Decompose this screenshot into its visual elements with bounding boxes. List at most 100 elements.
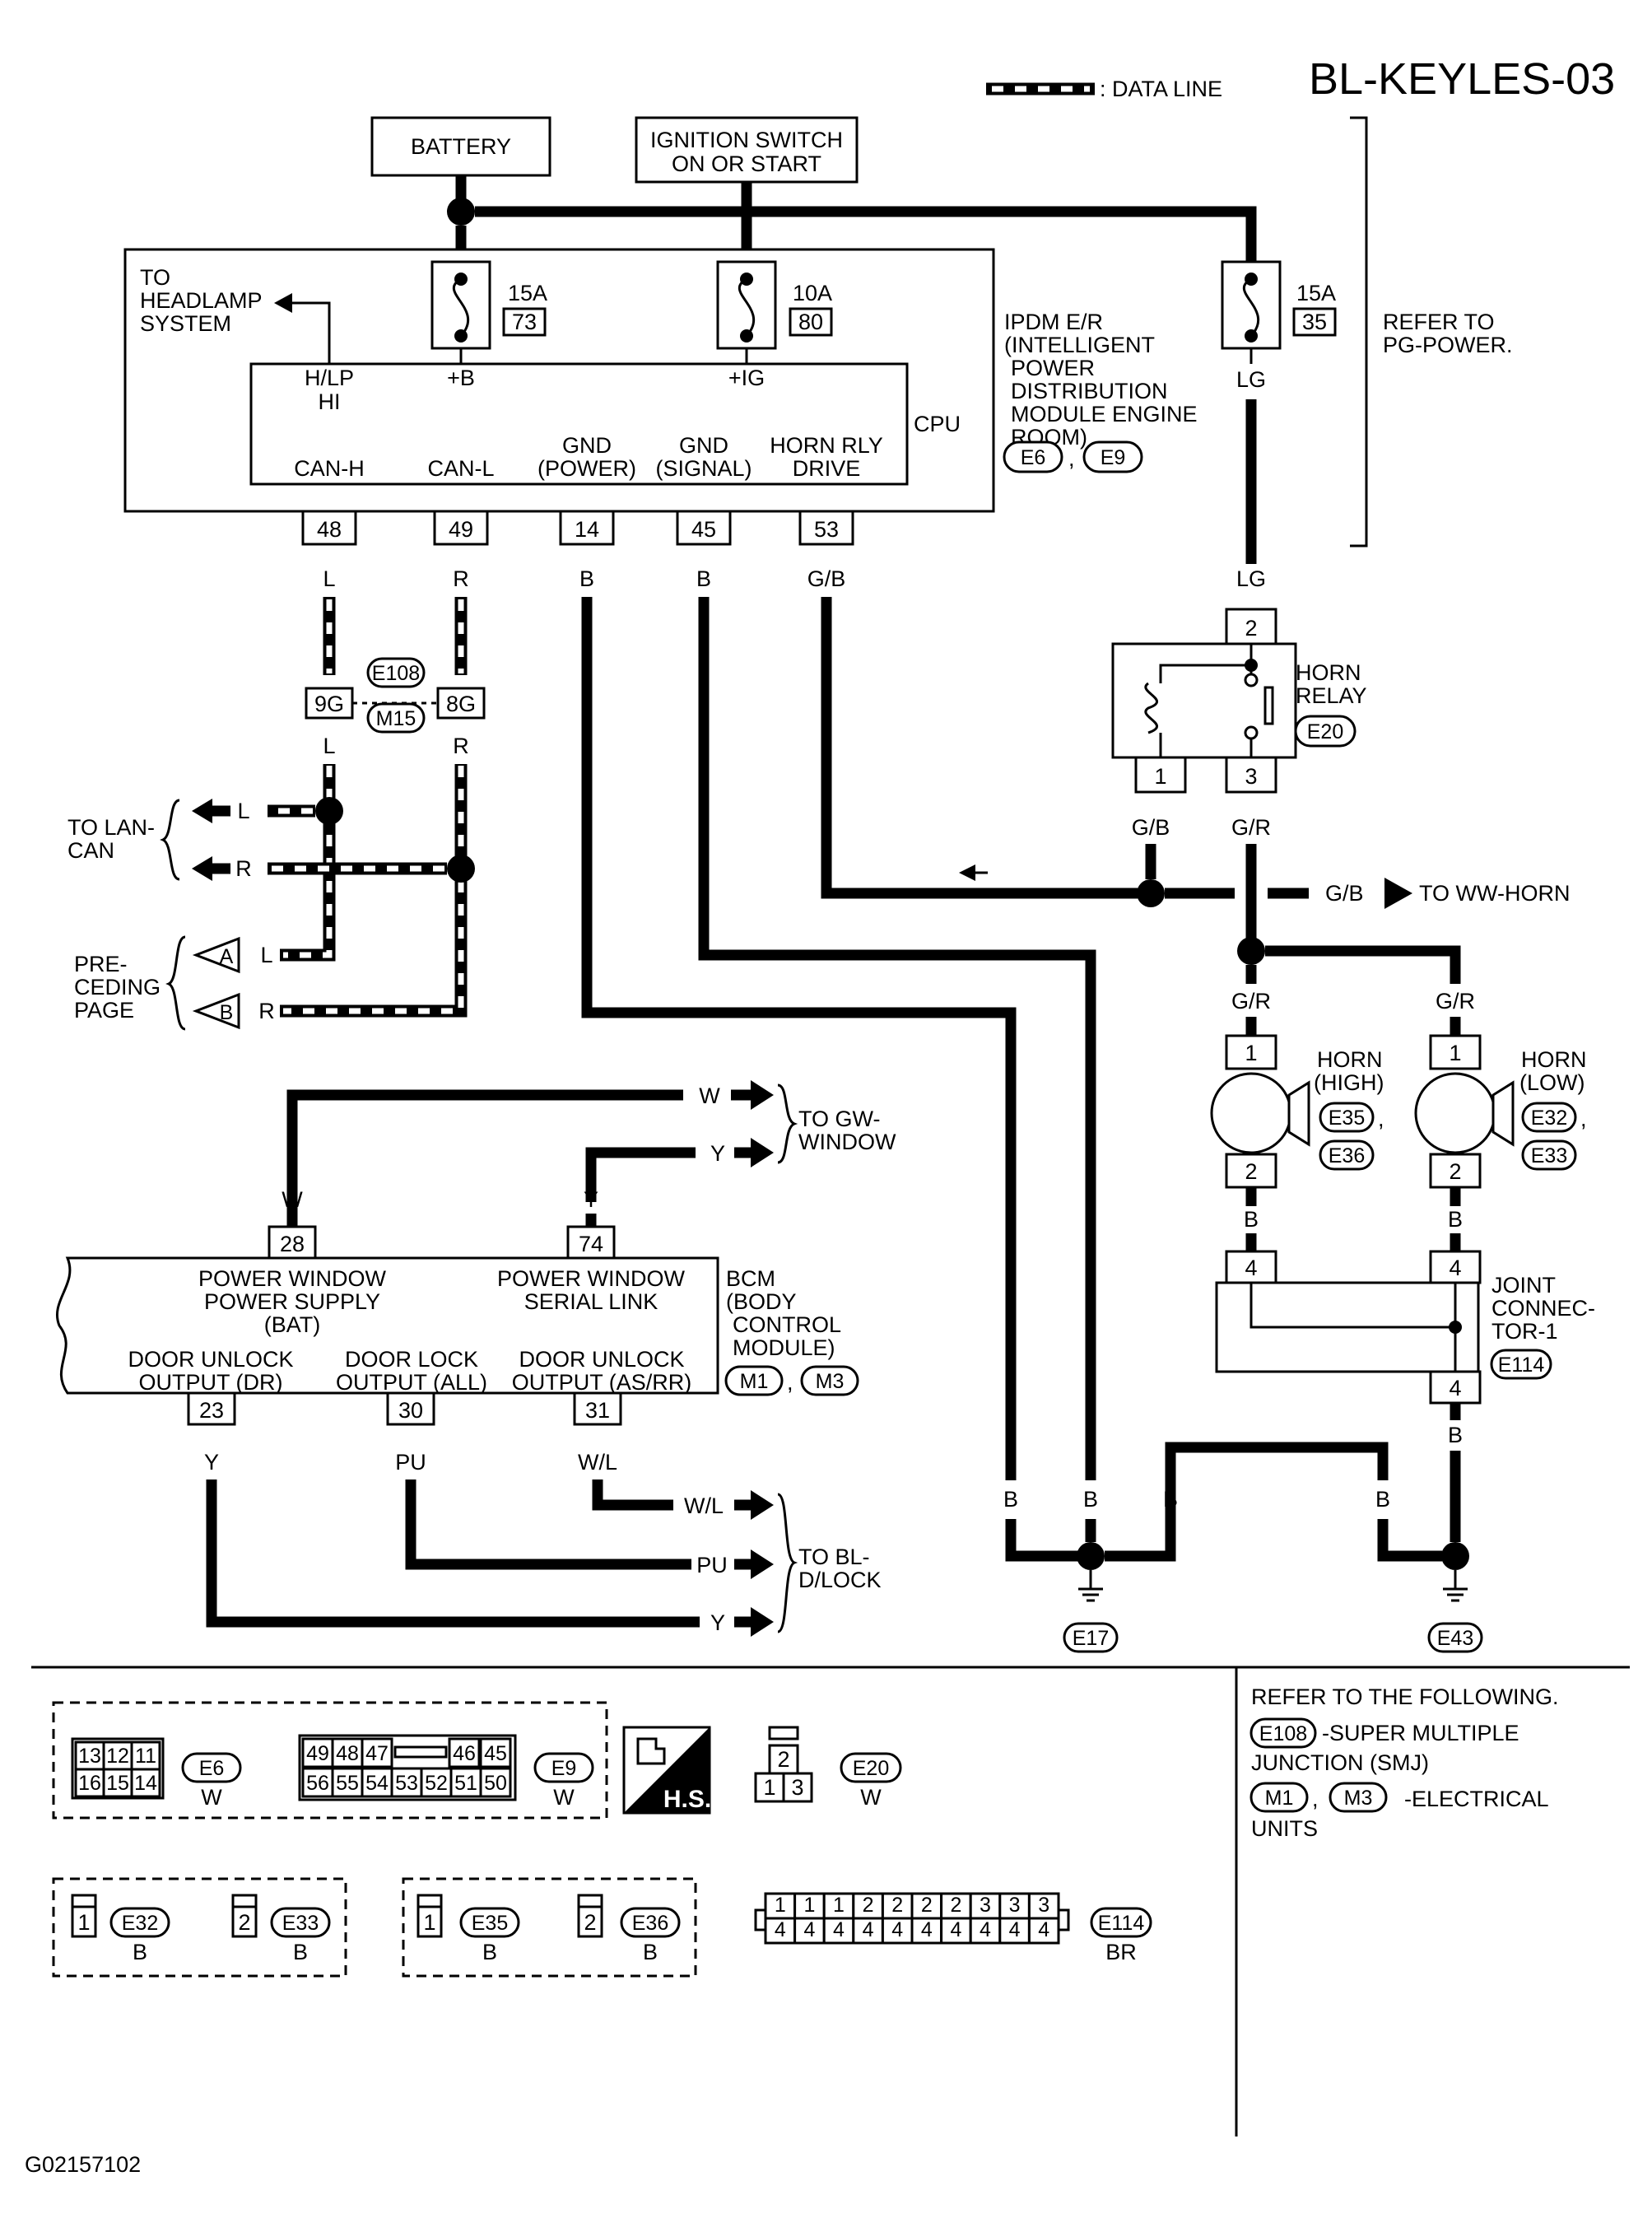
svg-text:-SUPER MULTIPLE: -SUPER MULTIPLE bbox=[1322, 1721, 1519, 1745]
svg-text:73: 73 bbox=[512, 310, 537, 334]
svg-text:45: 45 bbox=[691, 517, 716, 542]
svg-text:E36: E36 bbox=[632, 1912, 668, 1935]
svg-text:POWER: POWER bbox=[1011, 356, 1095, 380]
svg-text:R: R bbox=[453, 734, 469, 758]
svg-text:DRIVE: DRIVE bbox=[793, 456, 861, 481]
e114-pin-label: 4 bbox=[1009, 1918, 1021, 1941]
svg-text:B: B bbox=[220, 1001, 234, 1024]
svg-text:G/R: G/R bbox=[1231, 989, 1271, 1013]
svg-text:E114: E114 bbox=[1498, 1354, 1545, 1377]
svg-text:E114: E114 bbox=[1098, 1912, 1145, 1935]
e9-pin-label: 49 bbox=[306, 1742, 329, 1765]
svg-text:M3: M3 bbox=[1344, 1787, 1373, 1810]
battery-label: BATTERY bbox=[411, 134, 511, 159]
svg-text:,: , bbox=[1378, 1107, 1384, 1131]
svg-text:H/LP: H/LP bbox=[305, 366, 354, 390]
e114-pin-label: 4 bbox=[803, 1918, 815, 1941]
svg-text:2: 2 bbox=[584, 1910, 596, 1935]
svg-text:E20: E20 bbox=[853, 1757, 889, 1780]
e6-pin-label: 13 bbox=[78, 1745, 101, 1768]
svg-text:4: 4 bbox=[1449, 1256, 1461, 1280]
svg-text:G/R: G/R bbox=[1231, 815, 1271, 840]
svg-text:TO: TO bbox=[140, 265, 170, 290]
svg-text:M1: M1 bbox=[1265, 1787, 1294, 1810]
horn-high: 1 2 HORN (HIGH) E35 , E36 bbox=[1210, 1034, 1384, 1189]
e6-pin-label: 16 bbox=[78, 1772, 101, 1795]
svg-text:+B: +B bbox=[447, 366, 475, 390]
e114-pin-cell bbox=[910, 1917, 943, 1945]
svg-text:LG: LG bbox=[1236, 566, 1266, 591]
e114-pin-label: 4 bbox=[833, 1918, 845, 1941]
e114-pin-cell bbox=[822, 1917, 855, 1945]
svg-text:35: 35 bbox=[1302, 310, 1327, 334]
e9-pin-cell bbox=[479, 1737, 512, 1768]
svg-text:1: 1 bbox=[1449, 1041, 1461, 1065]
svg-text:E43: E43 bbox=[1437, 1627, 1473, 1650]
svg-text:TO WW-HORN: TO WW-HORN bbox=[1419, 881, 1570, 906]
svg-text:REFER TO: REFER TO bbox=[1383, 310, 1495, 334]
e114-pin-label: 4 bbox=[980, 1918, 991, 1941]
svg-text:Y: Y bbox=[710, 1141, 725, 1166]
svg-text:3: 3 bbox=[1245, 764, 1257, 789]
ignition-label-2: ON OR START bbox=[672, 151, 821, 176]
fuse-80: 10A 80 bbox=[716, 260, 833, 350]
svg-text:2: 2 bbox=[238, 1910, 250, 1935]
e114-pin-label: 2 bbox=[891, 1894, 903, 1917]
svg-text:G/R: G/R bbox=[1436, 989, 1475, 1013]
svg-text:W/L: W/L bbox=[578, 1450, 617, 1475]
can-lines: L R 9G 8G E108 M15 L R L R L R A bbox=[192, 566, 486, 1030]
svg-text:Y: Y bbox=[584, 1187, 598, 1212]
svg-text:L: L bbox=[323, 734, 335, 758]
svg-text:POWER WINDOW: POWER WINDOW bbox=[198, 1266, 386, 1291]
svg-text:M15: M15 bbox=[376, 707, 416, 730]
svg-text:G/B: G/B bbox=[807, 566, 846, 591]
e9-pin-label: 50 bbox=[484, 1772, 507, 1795]
e114-pin-label: 1 bbox=[803, 1894, 815, 1917]
svg-text:W/L: W/L bbox=[684, 1493, 724, 1518]
horn-relay: 2 1 3 HORN RELAY E20 bbox=[1111, 608, 1367, 794]
e114-pin-cell bbox=[822, 1892, 855, 1920]
svg-text:G/B: G/B bbox=[1325, 881, 1364, 906]
svg-text:MODULE): MODULE) bbox=[733, 1335, 835, 1360]
svg-text:49: 49 bbox=[449, 517, 473, 542]
svg-text:L: L bbox=[260, 943, 272, 967]
svg-text:E108: E108 bbox=[372, 662, 420, 685]
svg-text:CAN-H: CAN-H bbox=[294, 456, 365, 481]
svg-text:IPDM E/R: IPDM E/R bbox=[1004, 310, 1103, 334]
e114-pin-label: 3 bbox=[1038, 1894, 1049, 1917]
e9-pin-label: 56 bbox=[306, 1772, 329, 1795]
svg-text:4: 4 bbox=[1245, 1256, 1257, 1280]
svg-text:TOR-1: TOR-1 bbox=[1491, 1319, 1558, 1344]
svg-text:B: B bbox=[133, 1940, 147, 1964]
e114-pin-cell bbox=[910, 1892, 943, 1920]
e9-pin-label: 54 bbox=[365, 1772, 389, 1795]
svg-text:CONTROL: CONTROL bbox=[733, 1312, 841, 1337]
svg-text:,: , bbox=[1580, 1107, 1587, 1131]
svg-text:30: 30 bbox=[398, 1398, 423, 1423]
ipdm-er-module: TO HEADLAMP SYSTEM 15A 73 10A 80 bbox=[123, 248, 995, 546]
svg-text:OUTPUT (ALL): OUTPUT (ALL) bbox=[336, 1370, 487, 1395]
svg-text:(LOW): (LOW) bbox=[1519, 1070, 1585, 1095]
svg-text:DOOR LOCK: DOOR LOCK bbox=[345, 1347, 478, 1372]
e114-pin-cell bbox=[969, 1917, 1002, 1945]
svg-text:B: B bbox=[1448, 1423, 1463, 1447]
svg-text:48: 48 bbox=[317, 517, 342, 542]
e9-pin-label: 47 bbox=[365, 1742, 389, 1765]
bcm-wires-bottom: Y PU W/L W/L PU Y TO BL- D/LOCK bbox=[204, 1450, 882, 1637]
e114-pin-label: 4 bbox=[1038, 1918, 1049, 1941]
svg-text:POWER WINDOW: POWER WINDOW bbox=[497, 1266, 685, 1291]
svg-text:B: B bbox=[1375, 1487, 1390, 1512]
refer-following: REFER TO THE FOLLOWING. E108 -SUPER MULT… bbox=[1249, 1684, 1559, 1841]
svg-text:TO BL-: TO BL- bbox=[798, 1545, 870, 1569]
data-line-legend: : DATA LINE bbox=[986, 77, 1222, 101]
svg-text:-ELECTRICAL: -ELECTRICAL bbox=[1404, 1787, 1549, 1811]
e9-pin-label: 51 bbox=[454, 1772, 477, 1795]
svg-text:W: W bbox=[553, 1785, 575, 1810]
svg-text:8G: 8G bbox=[446, 692, 476, 716]
svg-text:2: 2 bbox=[1449, 1159, 1461, 1184]
svg-text:PRE-: PRE- bbox=[74, 952, 128, 976]
svg-text:1: 1 bbox=[1245, 1041, 1257, 1065]
